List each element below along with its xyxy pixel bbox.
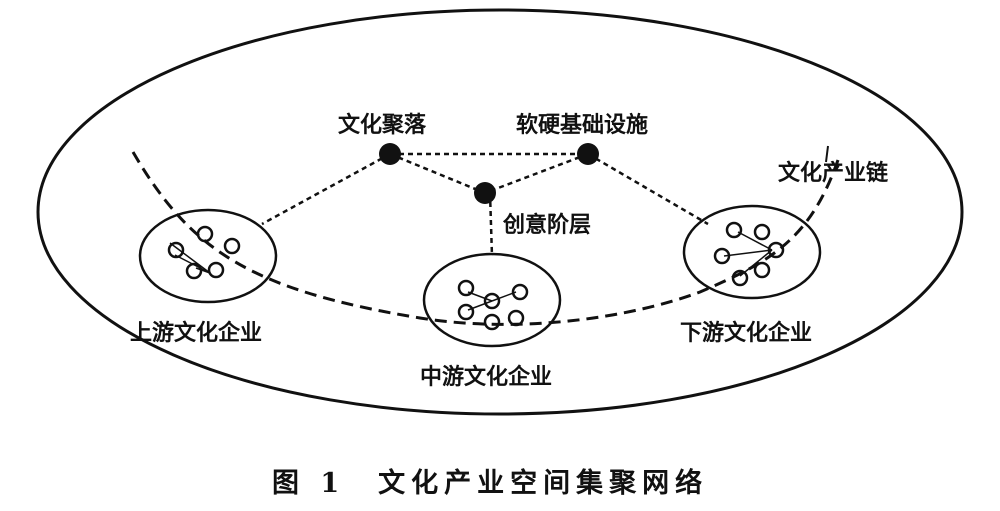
industry-chain-curve [131, 151, 840, 326]
downstream-cluster-label: 下游文化企业 [680, 320, 812, 346]
link-creative-midstream [488, 192, 494, 257]
link-infrastructure-creative [484, 152, 589, 195]
outer-region-ellipse [36, 8, 964, 416]
midstream-cluster-ellipse [422, 252, 562, 348]
cultural-cluster-label: 文化聚落 [338, 112, 427, 138]
downstream-enterprises [713, 221, 785, 287]
midstream-cluster-label: 中游文化企业 [420, 364, 552, 390]
link-cluster-upstream [261, 152, 391, 226]
creative-class-node [474, 182, 496, 204]
connector-lines [261, 152, 709, 257]
upstream-cluster-label: 上游文化企业 [130, 320, 262, 346]
link-cluster-creative [389, 152, 486, 195]
industry-chain-tick [825, 145, 829, 163]
upstream-enterprises [167, 225, 241, 280]
downstream-cluster-ellipse [682, 204, 822, 300]
infrastructure-node [577, 143, 599, 165]
industry-chain-label: 文化产业链 [778, 160, 888, 186]
creative-class-label: 创意阶层 [502, 212, 591, 238]
midstream-enterprises [457, 279, 529, 331]
link-infrastructure-downstream [587, 152, 709, 226]
upstream-cluster-ellipse [138, 208, 278, 304]
cultural-cluster-node [379, 143, 401, 165]
infrastructure-label: 软硬基础设施 [516, 112, 648, 138]
figure-caption: 图 1 文化产业空间集聚网络 [272, 467, 708, 499]
